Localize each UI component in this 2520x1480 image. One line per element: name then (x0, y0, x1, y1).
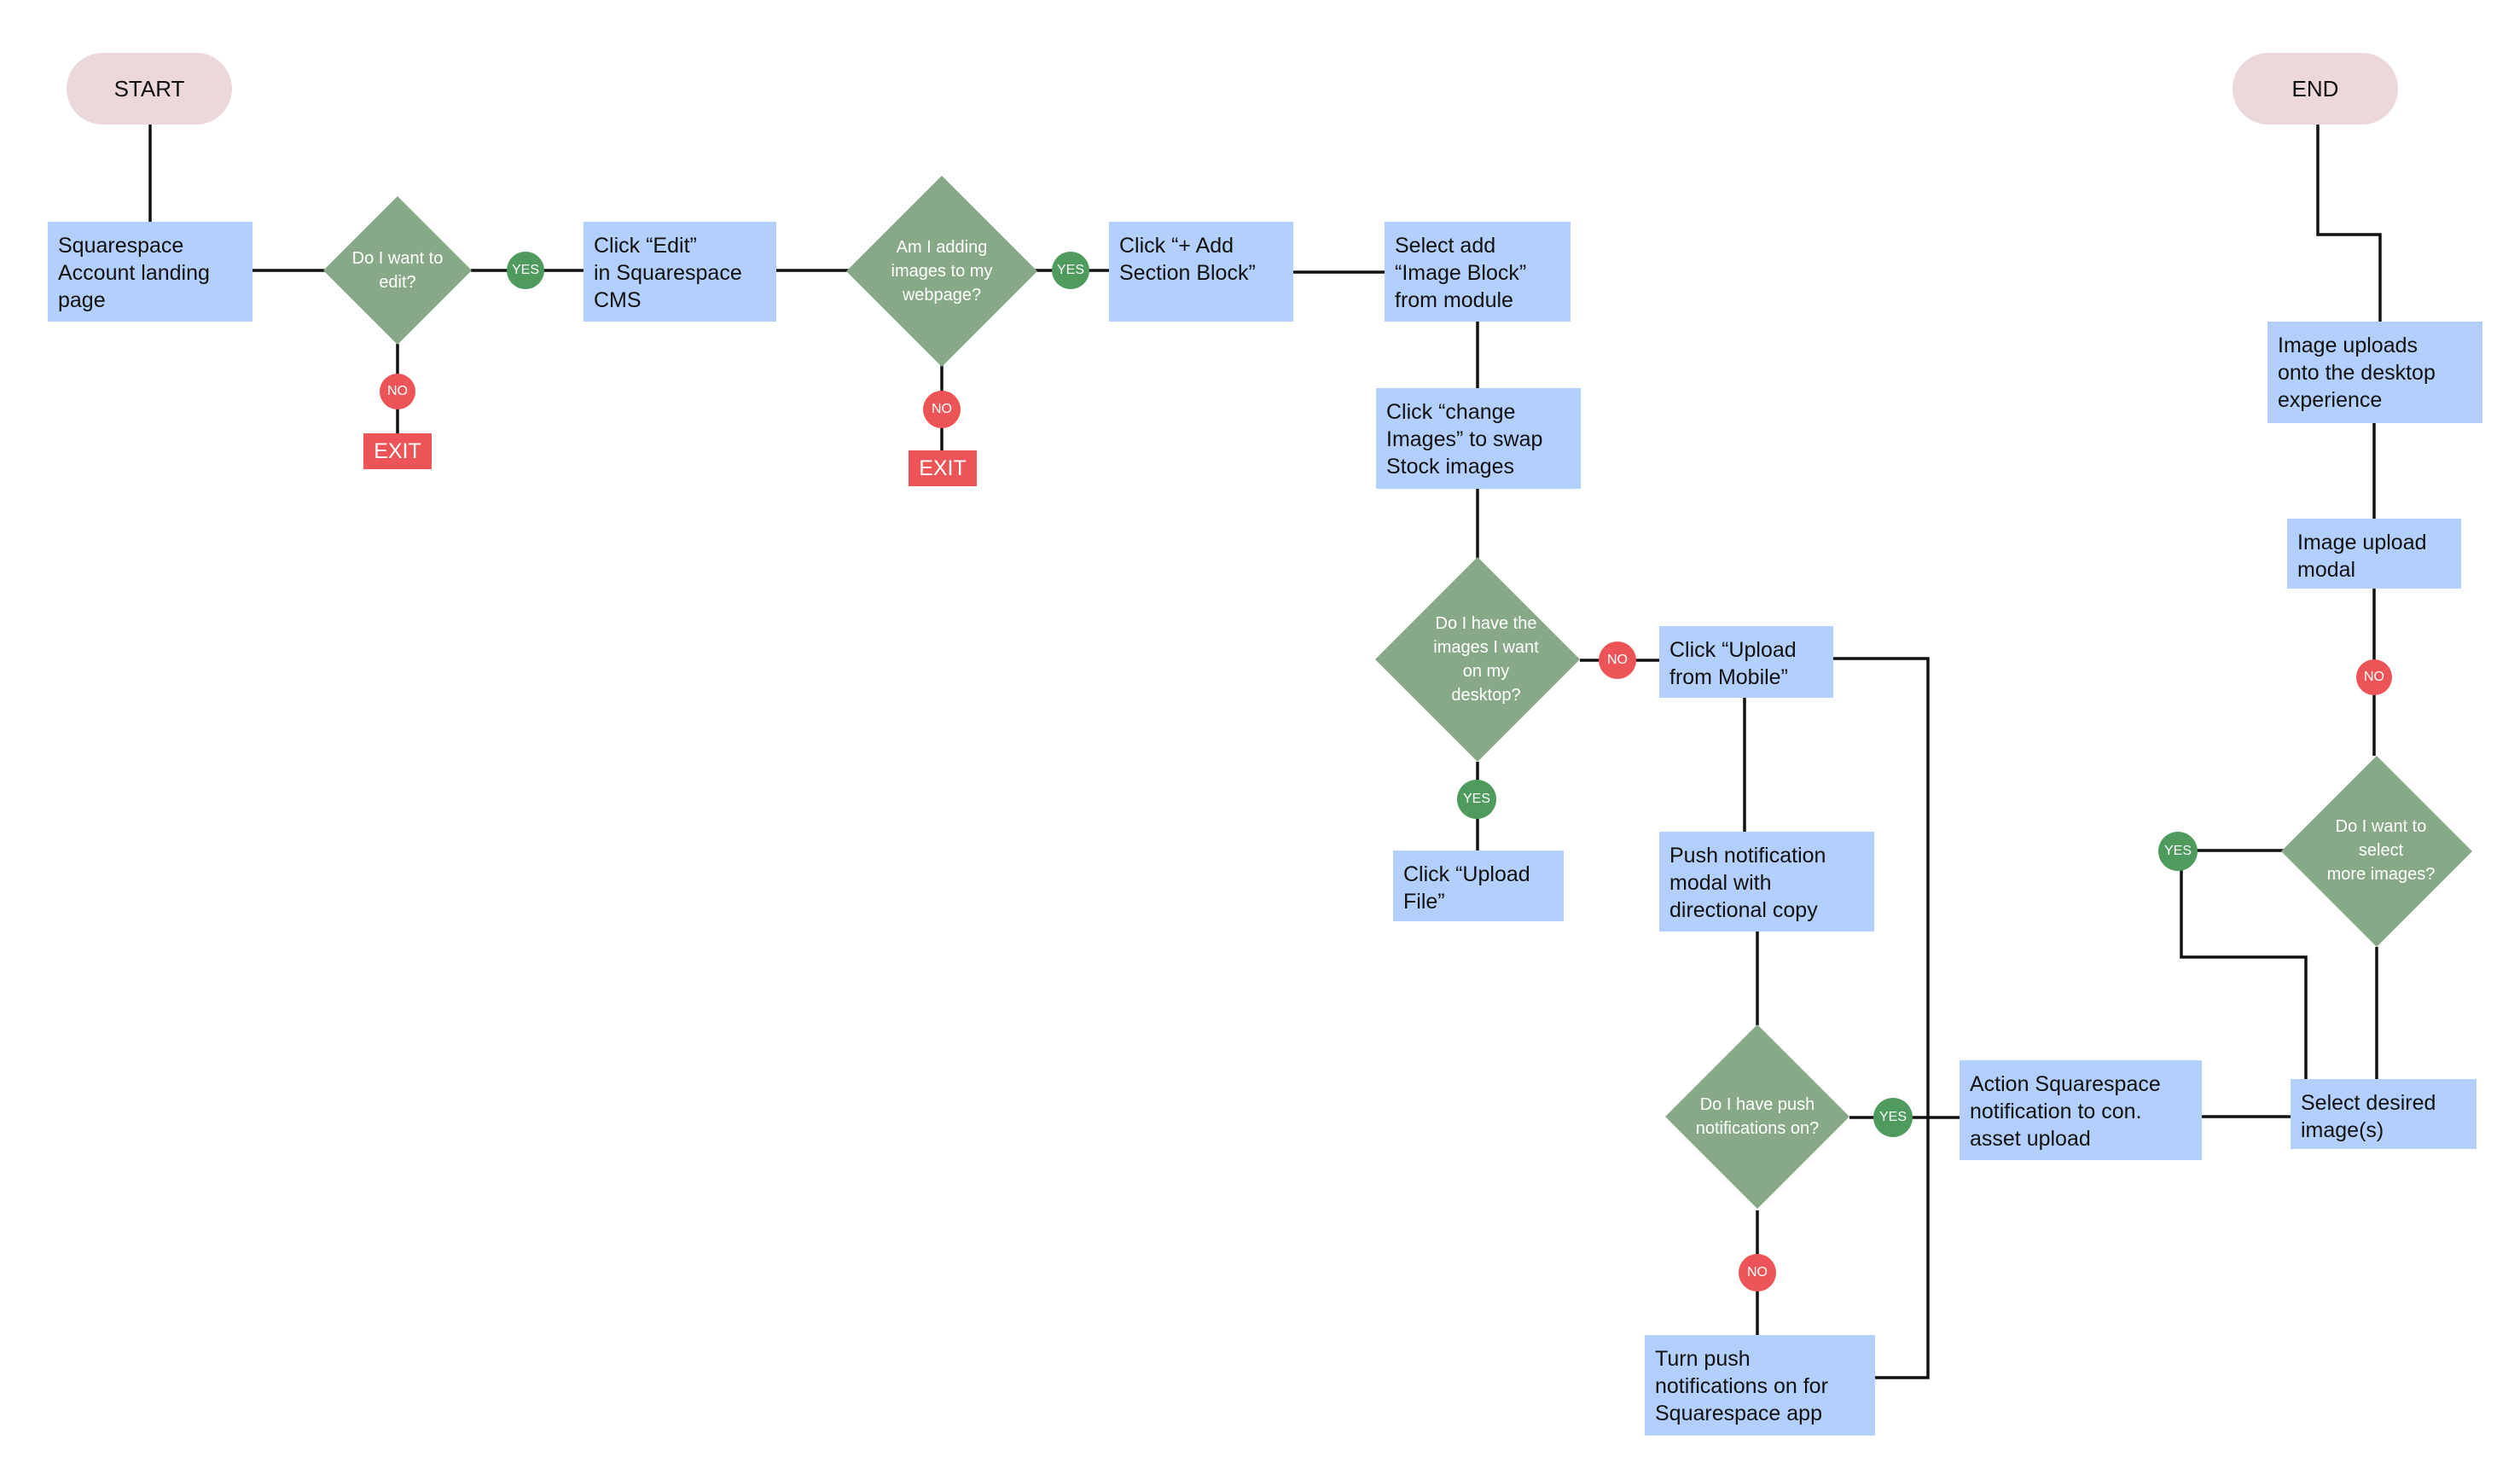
no-badge: NO (1599, 641, 1636, 679)
yes-badge: YES (507, 252, 544, 289)
decision-want-edit-label: Do I want to edit? (351, 249, 444, 292)
turn-push-notifications-box: Turn push notifications on for Squarespa… (1645, 1335, 1875, 1436)
decision-want-edit-diamond (323, 196, 472, 345)
decision-push-on-label: Do I have push notifications on? (1695, 1095, 1820, 1138)
upload-from-mobile-box: Click “Upload from Mobile” (1659, 626, 1833, 698)
select-desired-images-box: Select desired image(s) (2291, 1079, 2476, 1149)
decision-push-on-diamond (1665, 1024, 1849, 1209)
select-image-block-box: Select add “Image Block” from module (1385, 222, 1571, 322)
image-uploads-desktop-box: Image uploads onto the desktop experienc… (2267, 322, 2482, 423)
landing-page-box: Squarespace Account landing page (48, 222, 253, 322)
no-badge: NO (380, 374, 415, 409)
yes-badge: YES (1052, 252, 1089, 289)
add-section-block-box: Click “+ Add Section Block” (1109, 222, 1293, 322)
image-upload-modal-box: Image upload modal (2287, 519, 2461, 589)
exit-box: EXIT (909, 450, 977, 486)
decision-adding-images-label: Am I adding images to my webpage? (891, 238, 993, 305)
start-terminal: START (67, 53, 232, 125)
decision-have-images-label: Do I have the images I want on my deskto… (1433, 614, 1539, 705)
decision-have-images-diamond (1375, 557, 1580, 762)
upload-file-box: Click “Upload File” (1393, 850, 1564, 921)
push-notification-modal-box: Push notification modal with directional… (1659, 832, 1874, 932)
yes-badge: YES (1457, 780, 1496, 819)
action-notification-box: Action Squarespace notification to con. … (1960, 1060, 2202, 1160)
decision-adding-images-diamond (846, 176, 1037, 367)
yes-badge: YES (1873, 1098, 1913, 1137)
yes-badge: YES (2158, 832, 2198, 871)
exit-box: EXIT (363, 433, 432, 469)
change-images-box: Click “change Images” to swap Stock imag… (1376, 388, 1581, 489)
no-badge: NO (1739, 1254, 1776, 1291)
click-edit-box: Click “Edit” in Squarespace CMS (584, 222, 776, 322)
decision-more-images-label: Do I want to select more images? (2326, 817, 2436, 884)
no-badge: NO (2356, 659, 2392, 695)
decision-more-images-diamond (2281, 756, 2472, 947)
no-badge: NO (923, 391, 961, 428)
end-terminal: END (2233, 53, 2398, 125)
